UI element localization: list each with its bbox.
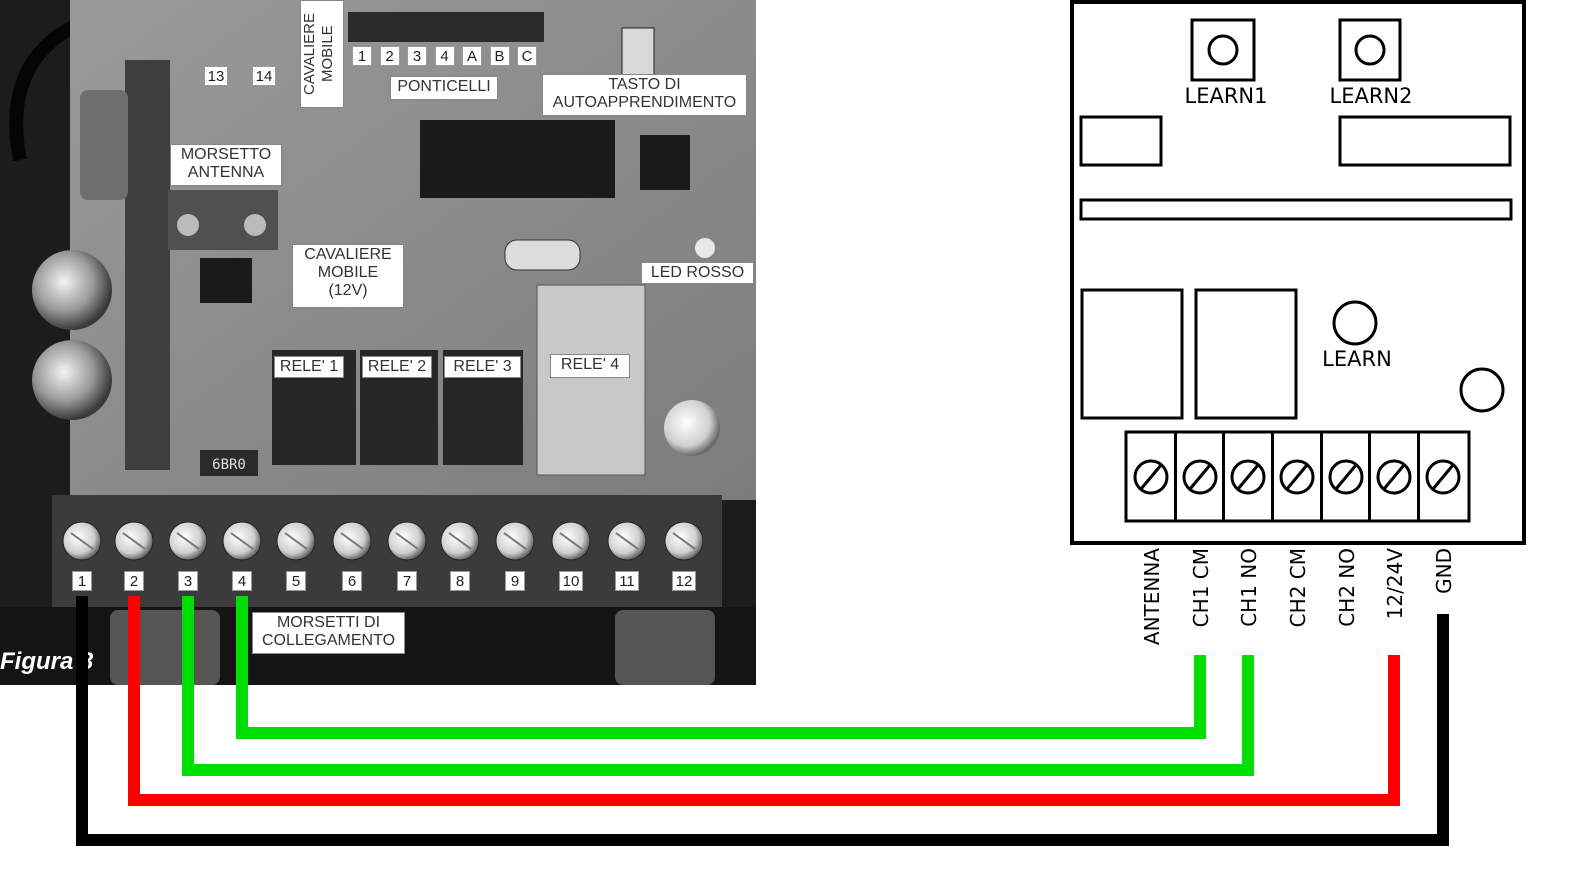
pin-label: CH2 NO [1335,548,1359,627]
label-tasto-autoapprendimento: TASTO DI AUTOAPPRENDIMENTO [542,74,747,116]
module-screw-slot [1382,464,1406,490]
module-terminal-screw [1182,459,1218,495]
screw-slot [615,532,639,550]
terminal-number: 12 [672,571,696,591]
module-screw-slot [1139,464,1163,490]
module-terminal-screw [1425,459,1461,495]
terminal-number: 7 [397,571,417,591]
terminal-number: 5 [286,571,306,591]
label-ponticelli: PONTICELLI [390,76,498,100]
jumper-label: 3 [407,46,427,66]
wire-1-to-gnd [76,596,1449,846]
component-strip [1079,198,1513,221]
label-rele-1: RELE' 1 [274,356,344,378]
jumper-label: B [489,46,510,66]
jumper-label: A [462,46,482,66]
terminal-number: 4 [232,571,252,591]
screw-slot [340,532,364,550]
screw-slot [230,532,254,550]
component-block [1079,115,1163,167]
capacitor [32,340,112,420]
red-led [695,238,715,258]
module-terminals [1133,432,1461,521]
pin-label: GND [1432,548,1456,594]
jumper-header [348,12,544,42]
component-block [1338,115,1512,167]
jumper-label: C [517,46,537,66]
learn1-button[interactable] [1190,18,1256,82]
screw-slot [176,532,200,550]
jumper-label: 4 [434,46,455,66]
antenna-module [125,60,170,470]
pin-label: 12/24V [1383,548,1407,620]
learn-push-button [621,27,655,77]
screw-slot [284,532,308,550]
screw-slot [70,532,94,550]
module-screw-slot [1285,464,1309,490]
screw-slot [448,532,472,550]
terminal-number: 11 [615,571,639,591]
module-screw-slot [1334,464,1358,490]
label-rele-2: RELE' 2 [362,356,432,378]
capacitor [32,250,112,330]
antenna-terminal-13: 13 [204,66,228,86]
chip-marking: 6BR0 [212,457,246,473]
wires [76,596,1449,846]
screw-slot [503,532,527,550]
screw-slot [395,532,419,550]
terminal-number: 9 [505,571,525,591]
terminal-number: 10 [559,571,583,591]
learn2-label: LEARN2 [1330,84,1413,108]
module-terminal-screw [1230,459,1266,495]
wire-2-to-12-24v [128,596,1400,806]
module-outline [1070,0,1526,545]
label-morsetto-antenna: MORSETTO ANTENNA [170,144,282,186]
screw-slot [672,532,696,550]
module-terminal-screw [1279,459,1315,495]
pin-label: CH1 CM [1189,548,1213,627]
module-terminal-screw [1376,459,1412,495]
label-rele-4: RELE' 4 [550,354,630,378]
pin-labels: ANTENNA CH1 CM CH1 NO CH2 CM CH2 NO 12/24V GND [1140,548,1456,645]
label-rele-3: RELE' 3 [444,356,521,378]
label-led-rosso: LED ROSSO [641,262,754,284]
module-screw-slot [1188,464,1212,490]
relay-block [1080,288,1184,420]
label-morsetti-collegamento: MORSETTI DI COLLEGAMENTO [252,612,405,654]
module-terminal-screw [1328,459,1364,495]
module-terminal-screw [1133,459,1169,495]
antenna-terminal-14: 14 [252,66,276,86]
learn1-label: LEARN1 [1185,84,1268,108]
terminal-number: 2 [124,571,144,591]
relay-block [1194,288,1298,420]
main-ic [420,120,615,198]
wire-4-to-ch1-cm [236,596,1206,739]
module-terminal-block [1124,430,1471,523]
label-cavaliere-mobile-12v: CAVALIERE MOBILE (12V) [292,244,404,308]
terminal-number: 3 [178,571,198,591]
module-screw-slot [1431,464,1455,490]
wire-3-to-ch1-no [182,596,1254,776]
pin-label: CH1 NO [1237,548,1261,627]
terminal-number: 8 [450,571,470,591]
learn2-button[interactable] [1338,18,1402,82]
jumper-label: 1 [352,46,372,66]
terminal-number: 6 [342,571,362,591]
terminal-screws [62,521,704,561]
screw-slot [559,532,583,550]
relay-4 [536,284,646,476]
screw-slot [122,532,146,550]
jumper-label: 2 [379,46,400,66]
mounting-hole [1459,367,1505,413]
mounting-screw [664,400,720,456]
learn-led [1332,300,1378,346]
terminal-number: 1 [72,571,92,591]
module-screw-slot [1236,464,1260,490]
pin-label: CH2 CM [1286,548,1310,627]
pin-label: ANTENNA [1140,548,1164,645]
learn-label: LEARN [1322,347,1392,371]
